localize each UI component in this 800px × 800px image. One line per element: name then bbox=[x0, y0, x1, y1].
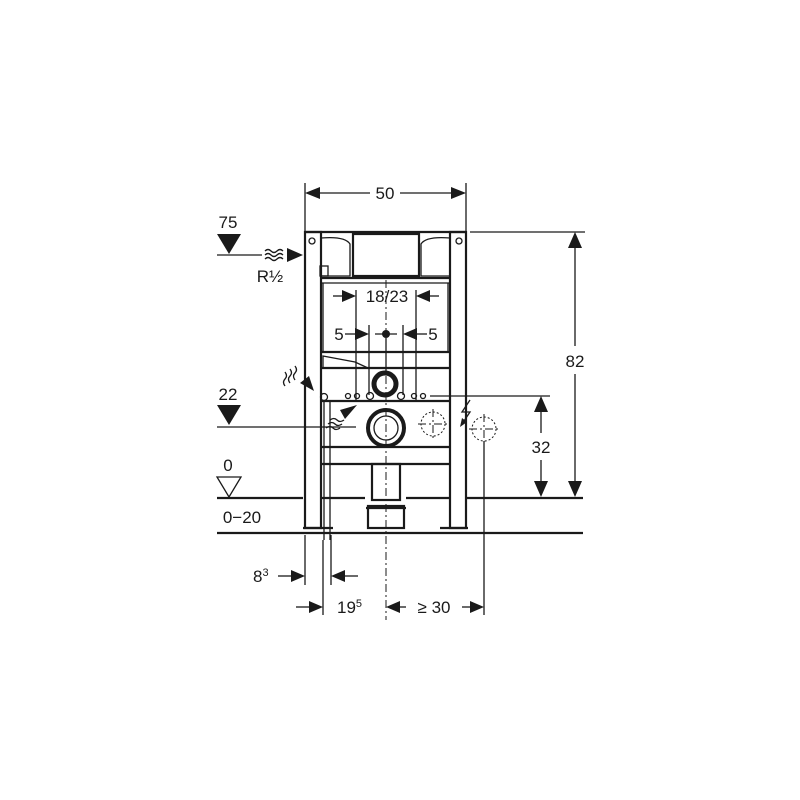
leg-offset-label: 83 bbox=[253, 567, 269, 586]
flush-spacing-dimension: 18/23 bbox=[333, 287, 439, 400]
socket-right bbox=[469, 414, 499, 615]
level-75-label: 75 bbox=[219, 213, 238, 232]
floor-range-label: 0−20 bbox=[223, 508, 261, 527]
level-marker-icon bbox=[217, 234, 241, 254]
leg-offset-dimension: 83 bbox=[253, 535, 358, 586]
floor-level-marker: 0 0−20 bbox=[215, 456, 583, 535]
min-clearance-label: ≥ 30 bbox=[418, 598, 451, 617]
width-label: 50 bbox=[376, 184, 395, 203]
flush-spacing-label: 18/23 bbox=[366, 287, 409, 306]
water-supply-icon bbox=[264, 248, 303, 262]
offset-right-label: 5 bbox=[428, 325, 437, 344]
offset-dimensions: 5 5 bbox=[334, 325, 438, 395]
supply-thread-label: R½ bbox=[257, 267, 283, 286]
height-82-label: 82 bbox=[566, 352, 585, 371]
height-32-dimension: 32 bbox=[532, 396, 551, 497]
floor-level-icon bbox=[215, 476, 243, 499]
drain-offset-label: 195 bbox=[337, 598, 362, 617]
offset-left-label: 5 bbox=[334, 325, 343, 344]
height-82-dimension: 82 bbox=[470, 231, 585, 497]
level-75-marker: 75 R½ bbox=[217, 213, 303, 286]
min-clearance-dimension: ≥ 30 bbox=[386, 598, 484, 617]
frame bbox=[303, 230, 550, 540]
level-marker-icon bbox=[217, 405, 241, 425]
water-supply-icon bbox=[282, 365, 314, 391]
drain-offset-dimension: 195 bbox=[296, 540, 362, 617]
level-22-marker: 22 bbox=[217, 385, 356, 428]
width-dimension: 50 bbox=[304, 183, 467, 232]
level-22-label: 22 bbox=[219, 385, 238, 404]
electric-supply-icon bbox=[460, 399, 472, 427]
height-32-label: 32 bbox=[532, 438, 551, 457]
socket-left bbox=[418, 409, 448, 439]
floor-level-label: 0 bbox=[223, 456, 232, 475]
